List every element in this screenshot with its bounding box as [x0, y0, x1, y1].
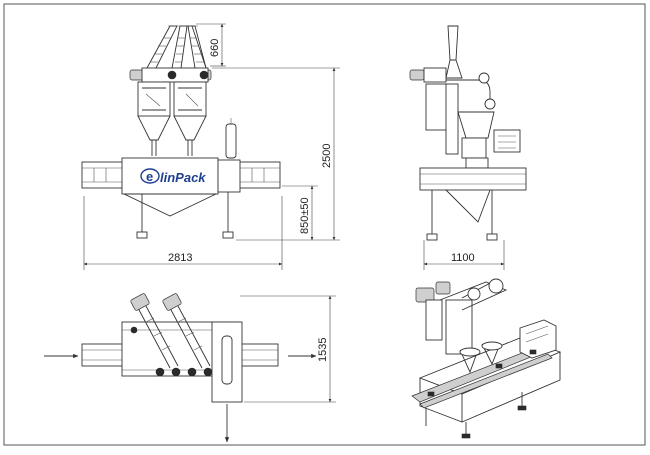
isometric-view — [411, 278, 562, 439]
dim-table-height: 850±50 — [299, 197, 311, 234]
side-view: 1100 — [409, 25, 527, 270]
dim-plan-depth: 1535 — [317, 338, 329, 362]
dim-front-height: 2500 — [321, 144, 333, 168]
front-view: e linPack 2813 660 2500 850±50 — [81, 23, 340, 270]
brand-mark-letter: e — [146, 169, 153, 184]
dim-hopper-top: 660 — [209, 39, 221, 57]
plan-view: 1535 — [44, 293, 336, 443]
sheet-border — [3, 3, 646, 446]
dim-front-width: 2813 — [168, 252, 192, 264]
brand-logo-mark — [140, 168, 160, 184]
dim-side-width: 1100 — [451, 252, 475, 264]
brand-name: linPack — [160, 170, 206, 185]
